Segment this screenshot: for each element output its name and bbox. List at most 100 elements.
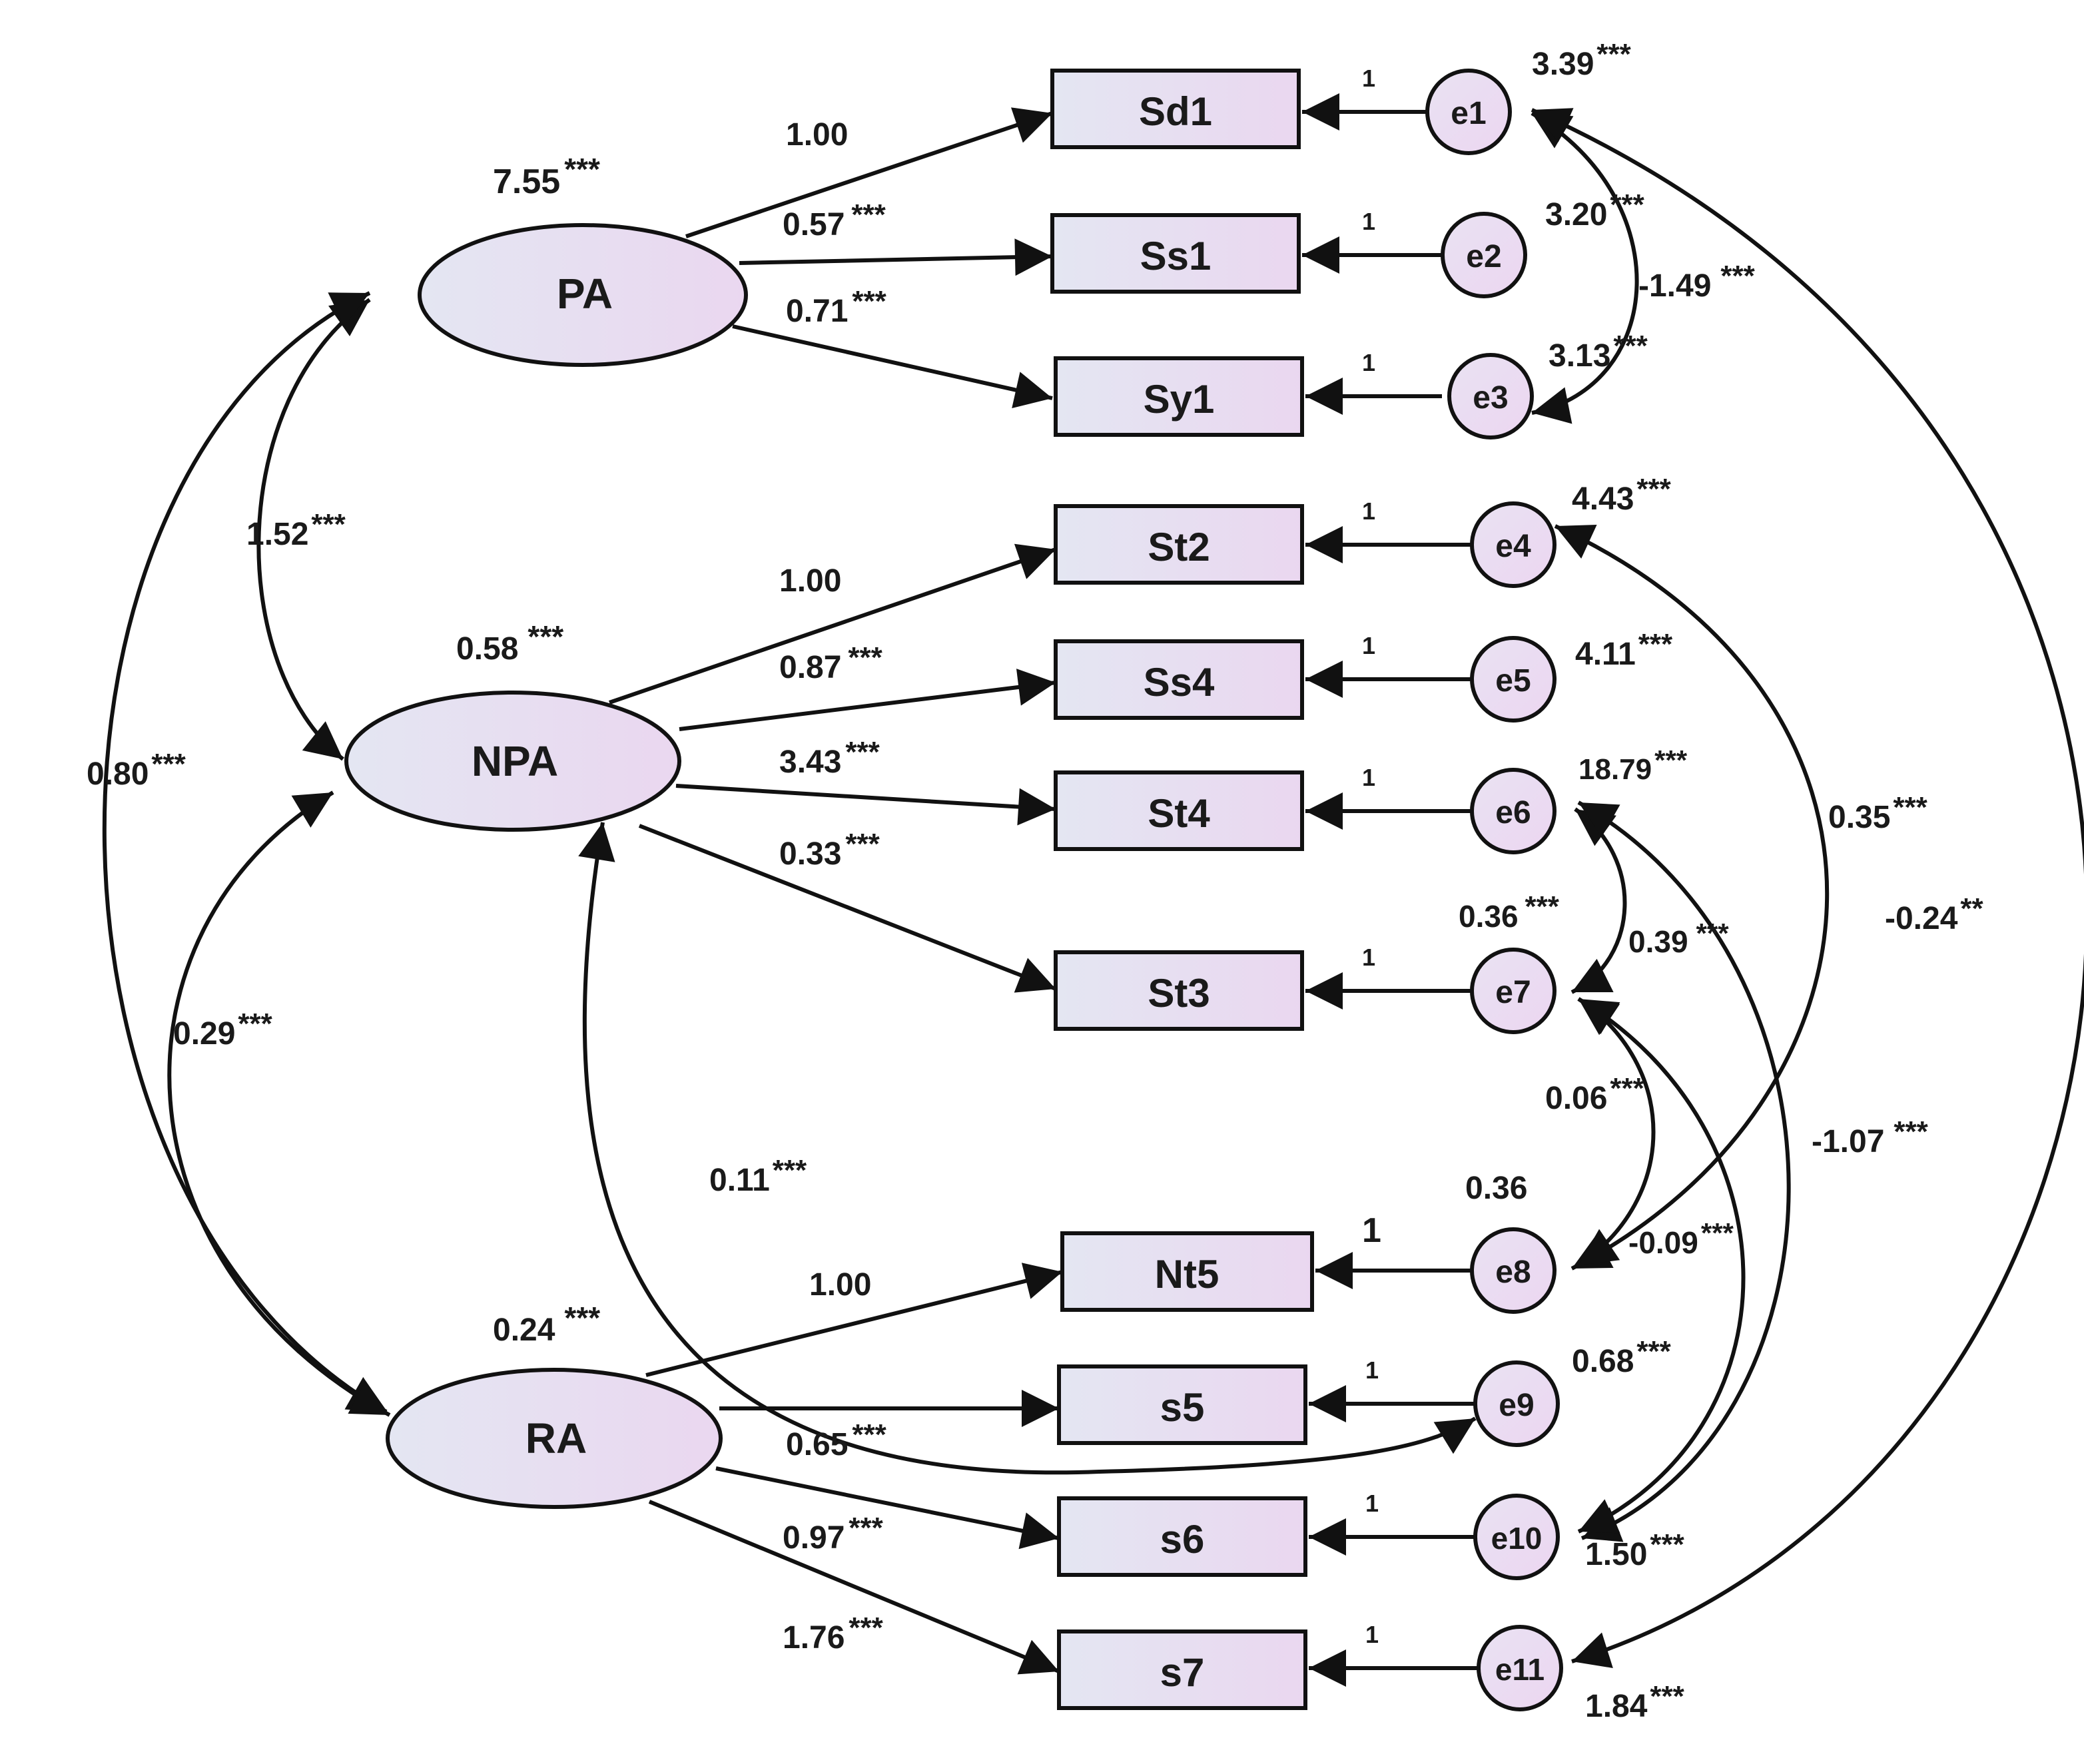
cov-value: 0.35 [1828, 800, 1890, 835]
significance-stars: *** [1636, 1335, 1671, 1368]
variance-value: 3.39 [1532, 47, 1594, 82]
cov-value: 0.80 [87, 756, 149, 792]
error-path-label: 1 [1362, 944, 1375, 971]
path-RA-Nt5 [645, 1263, 1063, 1377]
cov-NPA-e9-curve [578, 822, 1477, 1475]
cov-label-e6-e7: 0.39*** [1628, 918, 1729, 959]
error-label: e6 [1495, 795, 1531, 830]
observed-label: St3 [1148, 971, 1210, 1016]
cov-label-e7-e10: -0.09*** [1628, 1217, 1734, 1260]
error-label: e9 [1499, 1388, 1534, 1423]
significance-stars: *** [849, 1612, 883, 1644]
significance-stars: *** [1596, 38, 1631, 71]
error-path-label: 1 [1362, 208, 1375, 235]
significance-stars: *** [845, 736, 880, 768]
cov-label-e7-e8: 0.06*** [1545, 1072, 1645, 1116]
error-variance-e4: 4.43*** [1572, 473, 1672, 517]
variance-label-RA: 0.24*** [493, 1301, 600, 1348]
significance-stars: *** [527, 619, 563, 654]
cov-label-PA-NPA: 1.52*** [246, 508, 346, 552]
error-path-label: 1 [1365, 1621, 1379, 1648]
loading-label: 0.87*** [779, 641, 883, 685]
error-variance-e1: 3.39*** [1532, 38, 1632, 82]
significance-stars: *** [238, 1008, 272, 1040]
variance-value: 7.55 [493, 162, 560, 201]
error-circle-e6 [1470, 768, 1557, 854]
cov-NPA-RA-curve [167, 790, 391, 1417]
error-path-label: 1 [1365, 1490, 1379, 1517]
error-circle-e5 [1470, 636, 1557, 723]
latent-label: PA [557, 270, 613, 318]
significance-stars: *** [852, 285, 886, 318]
cov-e6-e10-curve [1577, 800, 1791, 1542]
error-label: e10 [1491, 1521, 1543, 1556]
error-label: e4 [1495, 529, 1531, 564]
path-PA-Sy1 [732, 324, 1053, 409]
error-circle-e10 [1473, 1494, 1560, 1580]
latent-NPA: NPA [344, 691, 681, 832]
error-circle-e2 [1441, 212, 1527, 298]
significance-stars: *** [151, 748, 186, 780]
cov-value: -0.24 [1885, 901, 1958, 936]
significance-stars: *** [564, 1301, 600, 1335]
cov-value: 0.39 [1628, 924, 1688, 959]
variance-value: 1.50 [1585, 1537, 1647, 1572]
loading-value: 3.43 [779, 744, 841, 780]
significance-stars: *** [1720, 260, 1755, 292]
cov-label-e1-e3: -1.49*** [1638, 260, 1756, 304]
latent-label: RA [525, 1414, 587, 1462]
variance-value: 4.43 [1572, 481, 1634, 517]
path-NPA-Ss4 [679, 669, 1056, 731]
observed-box-s5 [1057, 1364, 1307, 1445]
variance-value: 0.36 [1465, 1171, 1527, 1206]
path-NPA-St2 [609, 543, 1056, 705]
loading-value: 0.87 [779, 650, 841, 685]
path-RA-s7 [648, 1500, 1060, 1675]
significance-stars: *** [773, 1154, 807, 1187]
significance-stars: *** [564, 152, 600, 186]
error-variance-e7: 0.36*** [1459, 890, 1560, 934]
error-variance-e10: 1.50*** [1585, 1528, 1685, 1572]
variance-label-NPA: 0.58*** [456, 619, 563, 667]
error-path-label: 1 [1362, 497, 1375, 525]
error-path-label: 1 [1365, 1356, 1379, 1384]
significance-stars: *** [851, 198, 886, 231]
path-PA-Ss1 [739, 238, 1053, 276]
significance-stars: *** [1636, 473, 1671, 505]
observed-box-St3 [1054, 950, 1304, 1031]
cov-value: 0.11 [709, 1163, 770, 1198]
significance-stars: *** [1525, 890, 1560, 923]
cov-PA-NPA-curve [256, 298, 371, 761]
observed-label: Ss4 [1144, 660, 1215, 705]
significance-stars: *** [1638, 628, 1673, 661]
variance-label-PA: 7.55*** [493, 152, 600, 201]
latent-label: NPA [472, 737, 558, 785]
latent-ellipse [418, 223, 748, 367]
error-label: e2 [1466, 239, 1501, 274]
cov-value: -0.09 [1628, 1225, 1698, 1260]
error-path-label: 1 [1362, 1211, 1381, 1250]
loading-label: 0.33*** [779, 828, 880, 872]
error-path-label: 1 [1362, 764, 1375, 791]
observed-box-Sy1 [1054, 356, 1304, 437]
significance-stars: *** [1654, 744, 1688, 776]
cov-label-NPA-e9: 0.11*** [709, 1154, 807, 1198]
error-circle-e11 [1477, 1625, 1563, 1711]
cov-label-PA-RA: 0.80*** [87, 748, 186, 792]
error-variance-e8: 0.36 [1465, 1171, 1527, 1206]
error-variance-e5: 4.11*** [1575, 628, 1673, 672]
loading-value: 0.65 [786, 1427, 848, 1462]
loading-value: 1.76 [783, 1620, 845, 1655]
loading-label: 3.43*** [779, 736, 880, 780]
cov-label-e6-e10: -1.07*** [1812, 1115, 1929, 1159]
observed-label: Ss1 [1140, 234, 1212, 278]
error-circle-e8 [1470, 1227, 1557, 1314]
cov-e4-e8-curve [1554, 524, 1830, 1271]
observed-box-St4 [1054, 770, 1304, 851]
significance-stars: *** [848, 641, 882, 674]
error-path-labels: 1 1 1 1 1 1 1 1 1 1 1 [1362, 65, 1381, 1648]
loading-value: 1.00 [809, 1267, 871, 1303]
loading-value: 0.33 [779, 836, 841, 872]
error-path-label: 1 [1362, 65, 1375, 92]
cov-value: 0.06 [1545, 1081, 1607, 1116]
